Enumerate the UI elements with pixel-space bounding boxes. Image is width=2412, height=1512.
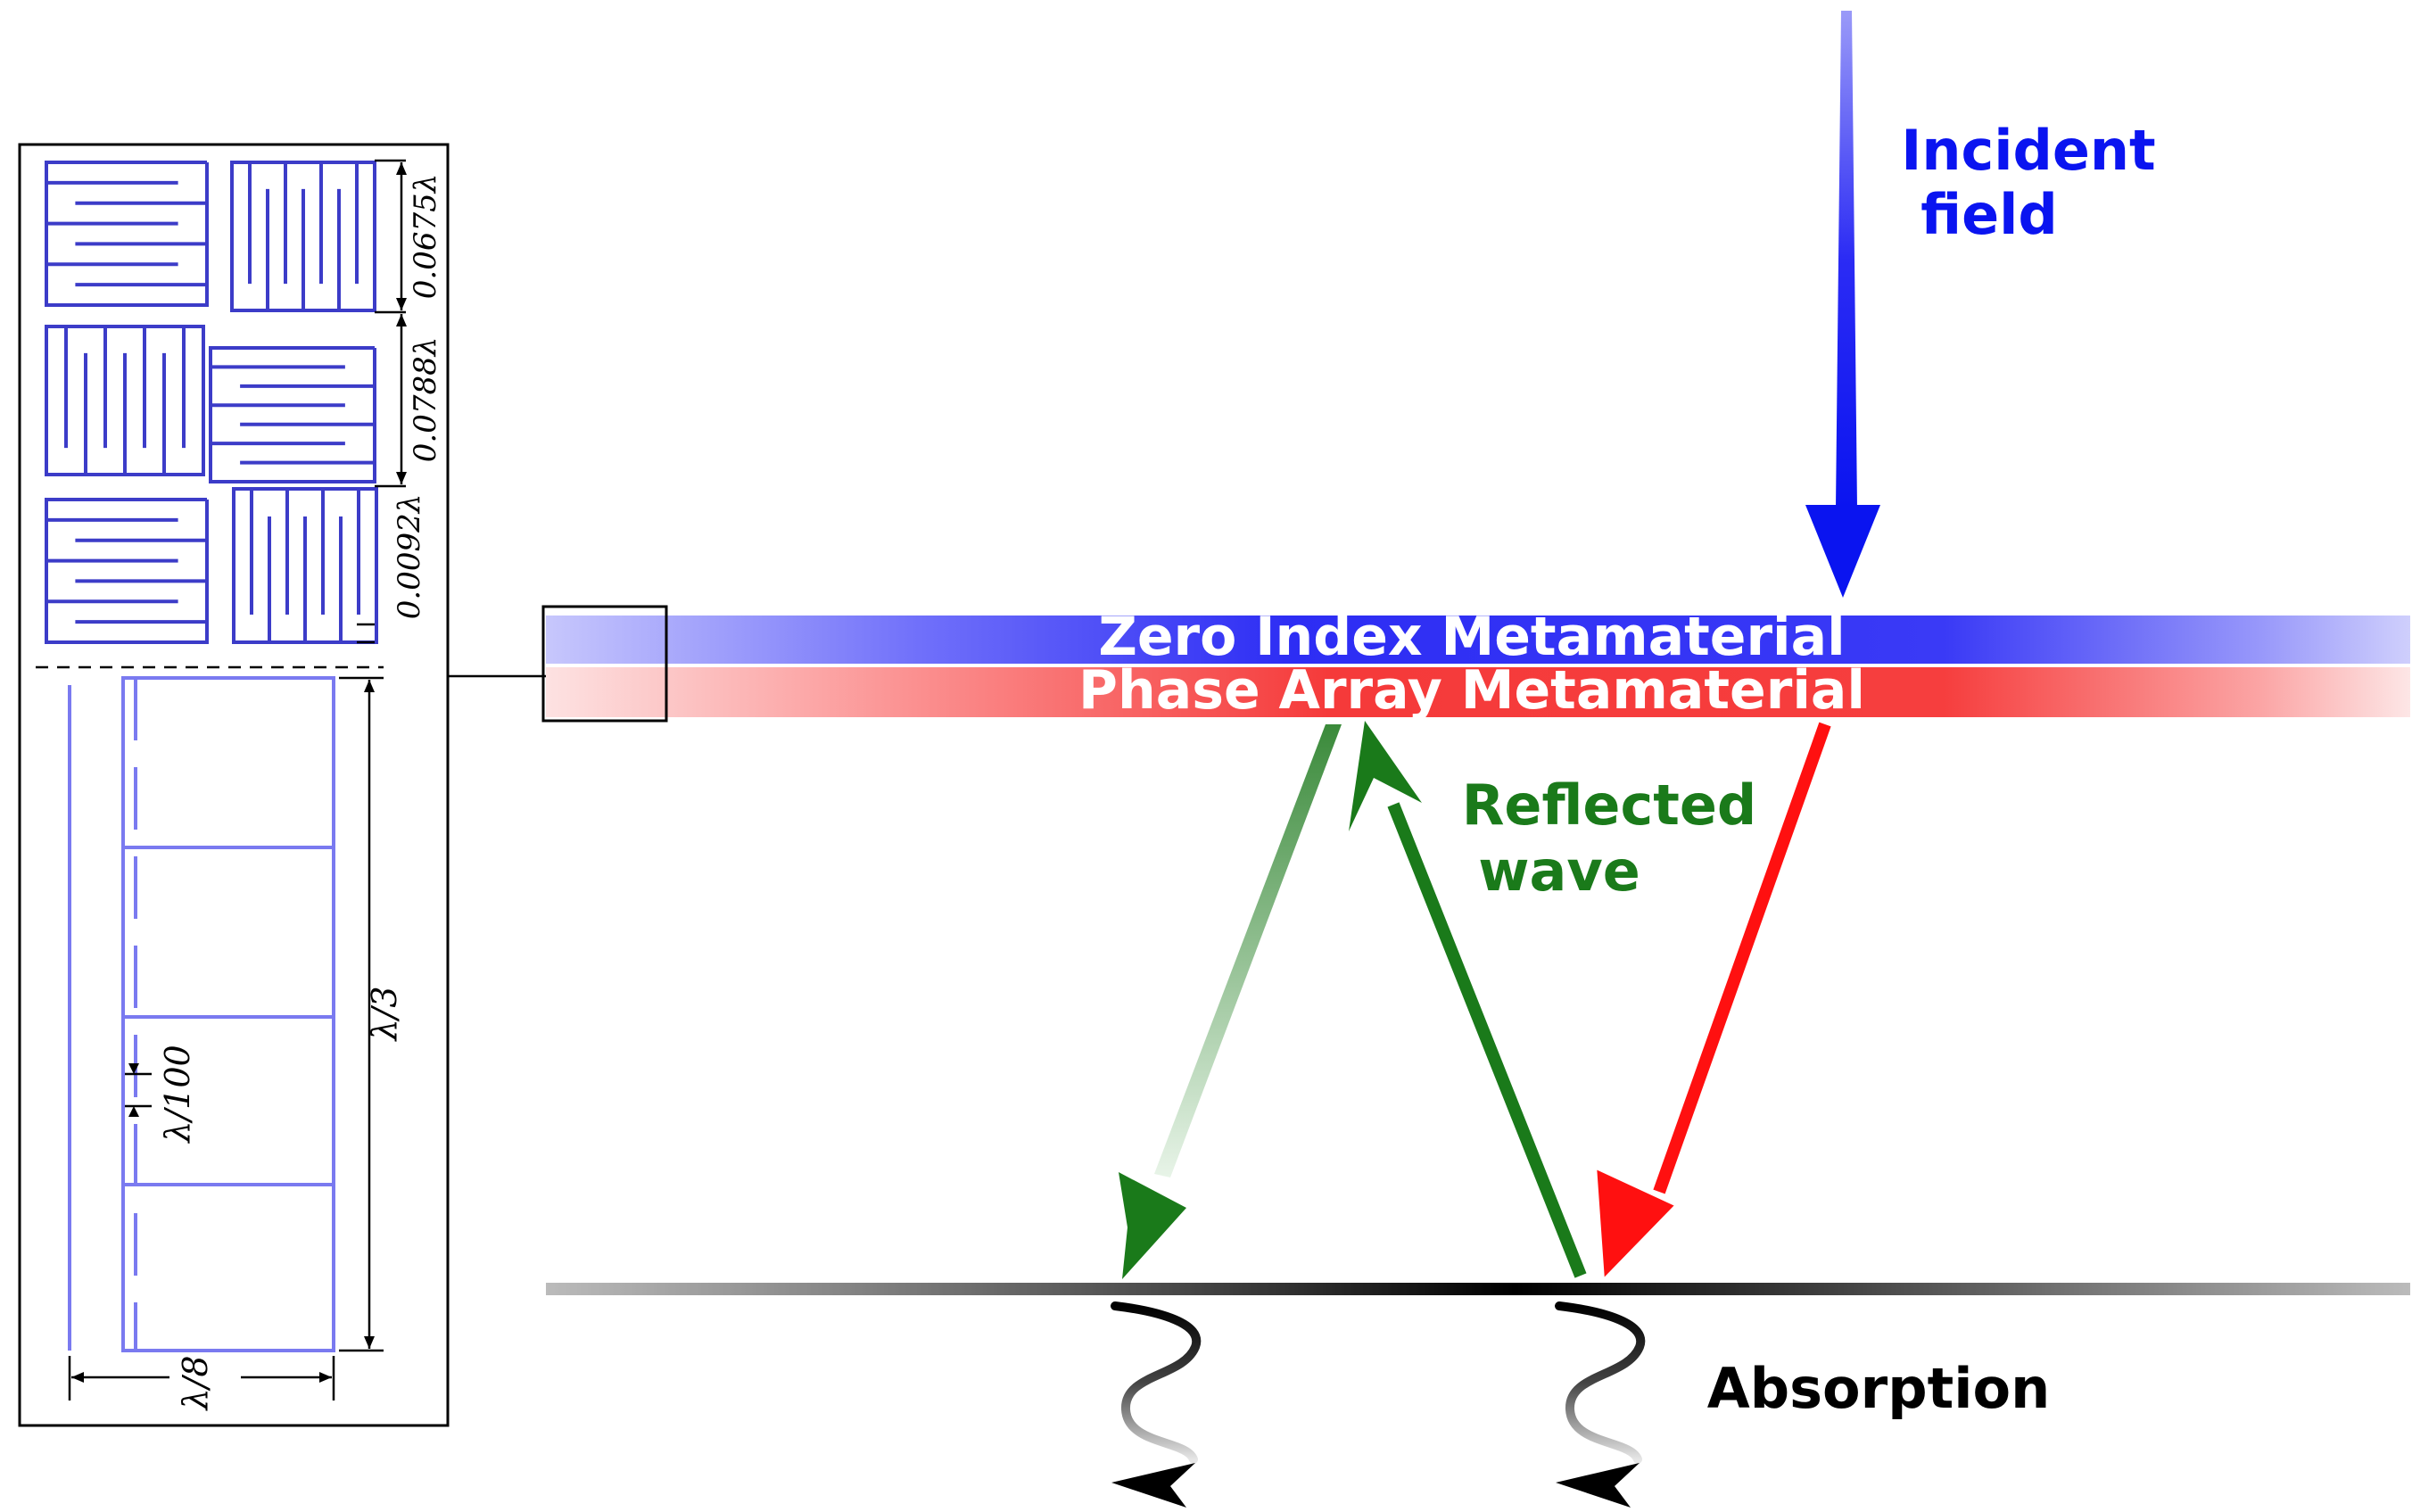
- reflected-down-green-arrow: [1119, 724, 1342, 1279]
- dim-label-0788: 0.0788λ: [408, 337, 443, 463]
- meander-trace: [45, 325, 205, 476]
- inset-frame: [18, 143, 450, 1427]
- transmitted-red-arrow: [1597, 722, 1831, 1277]
- slab-zoom-box: [541, 605, 668, 723]
- absorber-ground-line: [546, 1283, 2410, 1295]
- absorption-label: Absorption: [1707, 1356, 2050, 1421]
- incident-label-line1: Incident: [1901, 118, 2155, 183]
- meander-trace: [230, 161, 376, 312]
- dimension-arrowheads: [71, 162, 407, 1383]
- meander-cell-grid: [45, 161, 378, 644]
- meander-trace: [232, 487, 378, 644]
- reflected-label-line1: Reflected: [1462, 773, 1757, 838]
- meander-trace: [45, 498, 209, 644]
- dim-label-0092: 0.0092λ: [392, 494, 427, 620]
- incident-field-arrow: [1805, 11, 1880, 598]
- absorption-wave-right: [1555, 1301, 1646, 1508]
- reflected-up-green-arrow: [1349, 721, 1587, 1278]
- incident-label-line2: field: [1921, 182, 2058, 247]
- dim-label-lambda8: λ/8: [176, 1355, 215, 1411]
- meander-trace: [45, 161, 209, 307]
- pam-label: Phase Array Metamaterial: [1078, 659, 1865, 722]
- reflected-label-line2: wave: [1478, 839, 1640, 904]
- dimension-lines: [68, 159, 406, 1400]
- meander-trace: [209, 346, 376, 483]
- dim-label-lambda100: λ/100: [158, 1045, 197, 1144]
- absorption-wave-left: [1111, 1301, 1202, 1508]
- dim-label-0675: 0.0675λ: [408, 174, 443, 300]
- unit-cell-inset: 0.0675λ 0.0788λ 0.0092λ λ/3 λ/100 λ/8: [18, 143, 605, 1427]
- zero-index-metamaterial-layer: [546, 616, 2410, 664]
- phase-array-cell: [68, 676, 335, 1352]
- dim-label-lambda3: λ/3: [365, 986, 404, 1042]
- zim-label: Zero Index Metamaterial: [1098, 606, 1845, 668]
- phase-array-metamaterial-layer: [546, 667, 2410, 717]
